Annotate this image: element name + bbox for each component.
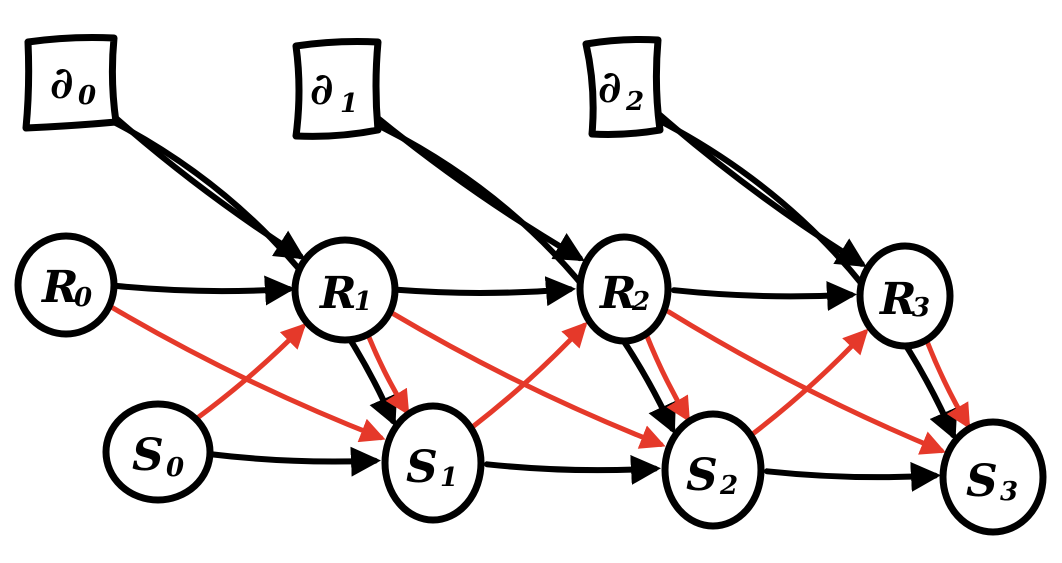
s-node-2-subscript: 2	[719, 471, 738, 501]
action-box	[292, 38, 382, 140]
action-node-1-subscript: 1	[340, 89, 358, 119]
s-node-1-subscript: 1	[440, 463, 458, 493]
edge-r2-to-s2	[643, 331, 690, 423]
s-node-1[interactable]: S 1	[381, 402, 485, 524]
edge-r0-to-r1	[113, 275, 295, 306]
s-node-3-subscript: 3	[1000, 477, 1018, 507]
r-node-circle	[14, 232, 118, 338]
action-node-1[interactable]: ∂ 1	[292, 38, 382, 140]
action-node-2-subscript: 2	[625, 87, 644, 117]
r-node-0-subscript: 0	[74, 283, 92, 313]
r-node-3-symbol: R	[878, 274, 917, 325]
r-node-3-subscript: 3	[912, 293, 930, 323]
s-node-circle	[102, 400, 214, 504]
edge-s1-to-r2	[470, 321, 588, 430]
s-node-3[interactable]: S 3	[939, 418, 1047, 536]
s-node-3-symbol: S	[966, 456, 998, 507]
edge-s2-to-r3	[750, 328, 869, 437]
r-node-circle	[856, 242, 954, 350]
action-node-0[interactable]: ∂ 0	[22, 34, 120, 132]
edge-s0-to-r1	[194, 323, 307, 421]
edge-s1-to-s2	[484, 454, 661, 485]
edge-a2-to-s3	[647, 113, 958, 441]
edge-a1-to-s2	[364, 117, 676, 435]
action-node-2[interactable]: ∂ 2	[582, 36, 664, 138]
edge-s2-to-s3	[764, 461, 941, 492]
r-node-circle	[291, 236, 399, 344]
action-box	[22, 34, 120, 132]
r-node-1-symbol: R	[318, 268, 357, 319]
action-node-2-symbol: ∂	[598, 62, 622, 113]
edge-r1-to-r2	[394, 276, 576, 307]
r-node-1-subscript: 1	[354, 287, 372, 317]
r-node-circle	[576, 233, 672, 345]
s-node-1-symbol: S	[406, 442, 438, 493]
s-node-2-symbol: S	[686, 450, 718, 501]
edges-layer	[99, 107, 971, 492]
action-box	[582, 36, 664, 138]
edge-r1-to-s1	[366, 333, 410, 416]
edge-a0-to-s1	[99, 113, 398, 427]
r-node-2[interactable]: R 2	[576, 233, 672, 345]
r-node-1[interactable]: R 1	[291, 236, 399, 344]
action-node-0-symbol: ∂	[50, 58, 74, 109]
action-node-1-symbol: ∂	[310, 64, 334, 115]
edge-r2-to-r3	[671, 281, 857, 311]
s-node-circle	[381, 402, 485, 524]
action-node-0-subscript: 0	[78, 81, 96, 111]
s-node-2[interactable]: S 2	[661, 410, 765, 530]
s-node-0[interactable]: S 0	[102, 400, 214, 504]
r-node-2-subscript: 2	[631, 287, 650, 317]
r-node-0[interactable]: R 0	[14, 232, 118, 338]
s-node-0-subscript: 0	[166, 453, 184, 483]
edge-s0-to-s1	[207, 446, 381, 477]
edge-r2-to-s3	[666, 309, 946, 455]
r-node-3[interactable]: R 3	[856, 242, 954, 350]
nodes-layer: ∂ 0 ∂ 1 ∂ 2 R 0 R 1 R 2	[14, 34, 1047, 536]
r-node-2-symbol: R	[598, 268, 637, 319]
edge-r3-to-s3	[924, 338, 971, 430]
edge-r0-to-s1	[108, 304, 386, 443]
r-node-0-symbol: R	[40, 262, 79, 313]
s-node-0-symbol: S	[132, 430, 164, 481]
s-node-circle	[661, 410, 765, 530]
s-node-circle	[939, 418, 1047, 536]
